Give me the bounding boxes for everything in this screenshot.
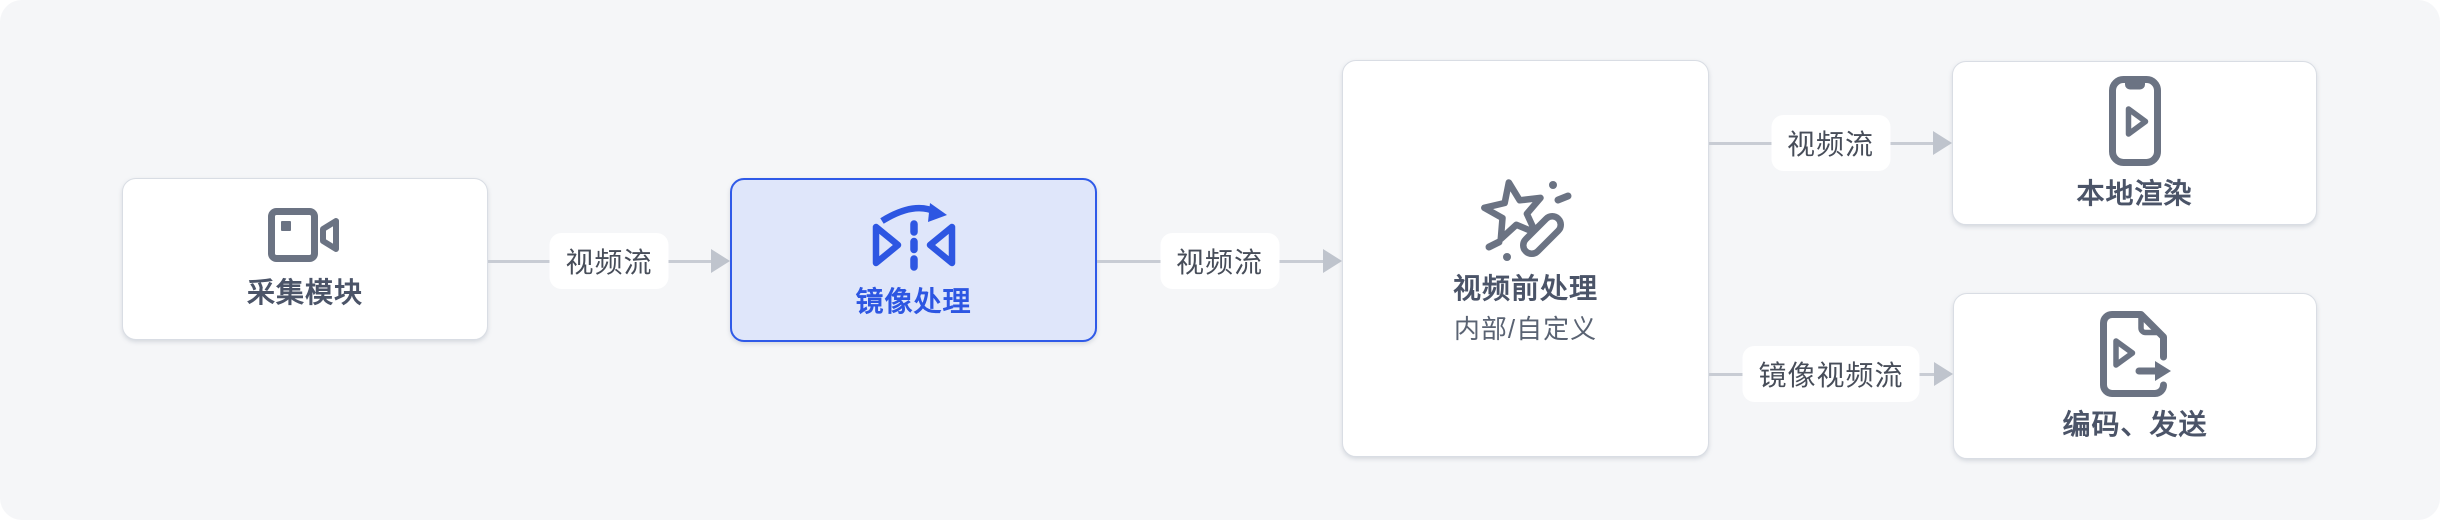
node-label: 镜像处理 [855,286,972,318]
node-label: 本地渲染 [2076,177,2193,209]
node-mirror-processing: 镜像处理 [730,178,1097,342]
node-video-preprocess: 视频前处理 内部/自定义 [1342,60,1709,457]
edge-label: 视频流 [1770,115,1891,171]
edge-preprocess-to-local-render: 视频流 [1709,113,1952,173]
phone-play-icon [2108,75,2161,166]
arrowhead-icon [1933,131,1952,155]
edge-mirror-to-preprocess: 视频流 [1097,231,1342,291]
node-label: 视频前处理 [1452,273,1598,305]
node-label: 采集模块 [246,277,363,309]
node-sublabel: 内部/自定义 [1453,313,1598,344]
arrowhead-icon [1323,249,1342,273]
edge-preprocess-to-encode-send: 镜像视频流 [1709,344,1953,404]
edge-label: 视频流 [1159,233,1280,289]
arrowhead-icon [711,249,730,273]
node-capture-module: 采集模块 [122,178,488,340]
edge-capture-to-mirror: 视频流 [488,231,730,291]
document-send-icon [2100,310,2171,397]
video-camera-icon [268,208,339,263]
node-local-render: 本地渲染 [1952,61,2317,225]
mirror-flip-icon [872,203,955,271]
node-encode-send: 编码、发送 [1953,293,2317,459]
magic-wand-icon [1480,179,1571,262]
edge-label: 镜像视频流 [1742,346,1920,402]
arrowhead-icon [1934,362,1953,386]
node-label: 编码、发送 [2062,408,2208,440]
edge-label: 视频流 [549,233,669,289]
